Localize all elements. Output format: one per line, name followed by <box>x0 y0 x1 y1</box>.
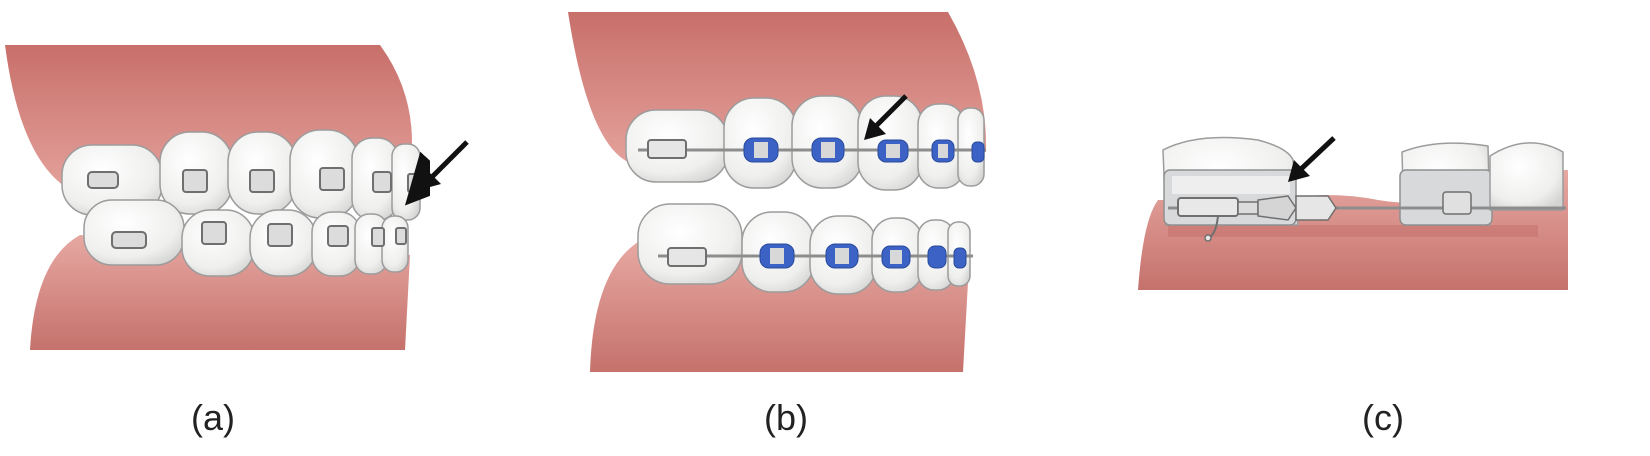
panel-c-illustration <box>1138 136 1568 290</box>
panel-label-b: (b) <box>764 397 808 438</box>
arrow-icon <box>864 94 908 140</box>
panel-label-c: (c) <box>1362 397 1404 438</box>
arrow-icon <box>419 140 469 190</box>
panel-label-a: (a) <box>191 397 235 438</box>
panel-c <box>1138 130 1568 295</box>
panel-b-illustration <box>568 12 987 372</box>
panel-a <box>0 40 430 360</box>
arrow-icon <box>1288 136 1336 182</box>
panel-b <box>568 12 998 377</box>
panel-a-illustration <box>5 45 430 350</box>
